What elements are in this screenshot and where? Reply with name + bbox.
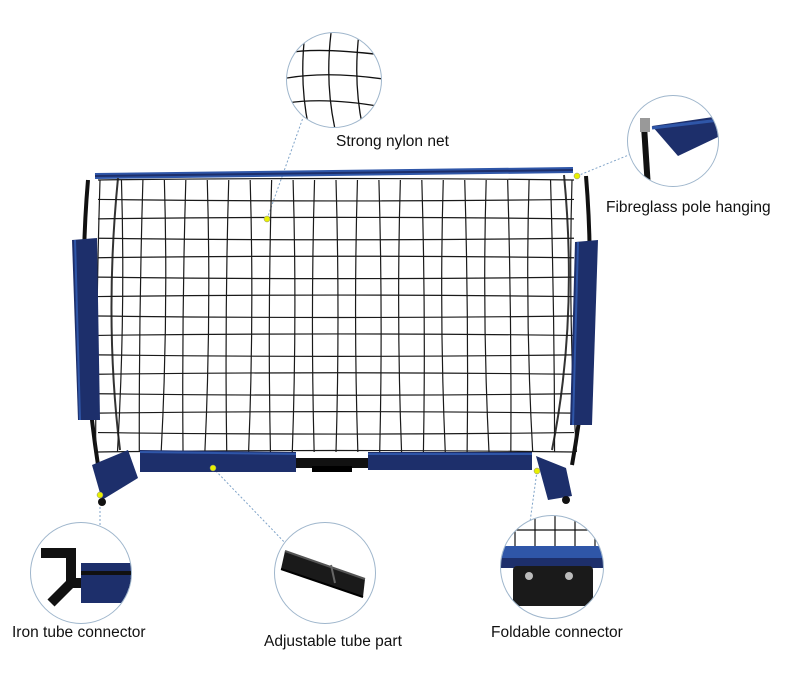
leader-line-adjustable [212, 467, 291, 549]
dot-foldable [533, 467, 541, 475]
side-sleeves [72, 238, 598, 426]
label-iron-tube-connector: Iron tube connector [12, 624, 146, 641]
leader-line-net [266, 111, 306, 220]
label-adjustable-tube-part: Adjustable tube part [264, 633, 402, 650]
dot-pole [573, 172, 581, 180]
label-fibreglass-pole-hanging: Fibreglass pole hanging [606, 199, 771, 216]
iron-connector-icon [30, 522, 132, 624]
base-bars [92, 450, 572, 506]
net-closeup-icon [286, 32, 382, 128]
goal-net [95, 177, 577, 453]
dot-iron [96, 491, 104, 499]
label-foldable-connector: Foldable connector [491, 624, 623, 641]
dot-net [263, 215, 271, 223]
adjustable-tube-icon [274, 522, 376, 624]
foldable-connector-icon [500, 515, 604, 619]
callout-dots [96, 172, 581, 499]
pole-hanging-icon [627, 95, 719, 187]
leader-line-pole [576, 151, 637, 177]
label-strong-nylon-net: Strong nylon net [336, 133, 449, 150]
leader-line-foldable [529, 470, 538, 523]
dot-adjustable [209, 464, 217, 472]
